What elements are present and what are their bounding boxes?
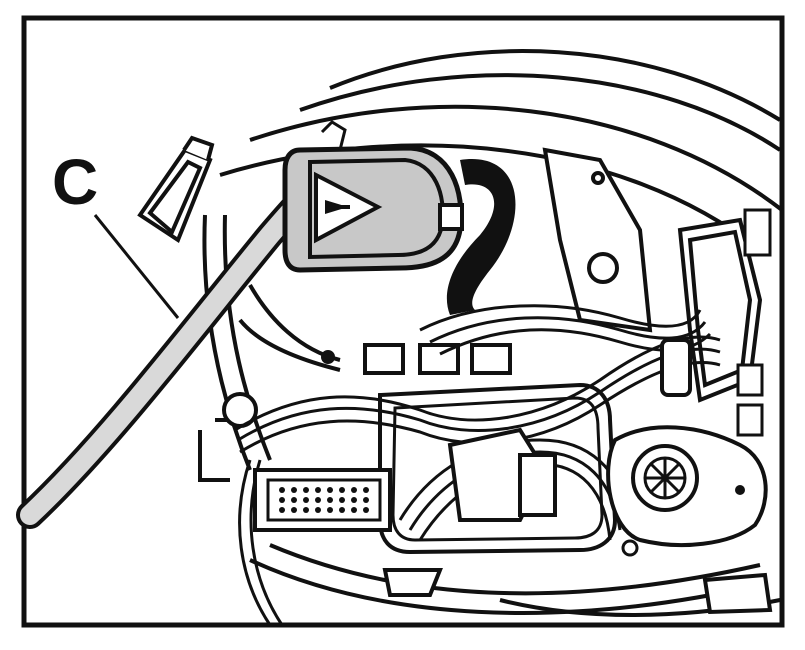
harness-frame	[378, 382, 618, 555]
harness-frame-inner	[391, 396, 604, 542]
retaining-clip	[137, 135, 215, 244]
side-connector	[660, 338, 692, 397]
screw-icon	[591, 171, 605, 185]
right-clips	[736, 208, 772, 437]
gear-boss	[606, 425, 768, 557]
mounting-feet	[382, 568, 773, 615]
callout-label-c: C	[52, 146, 99, 218]
plug-body	[518, 453, 557, 517]
rotation-arrow-icon	[446, 159, 516, 315]
callout-leader-line	[93, 214, 180, 319]
pump-housing	[222, 284, 341, 428]
electrical-connector	[282, 120, 464, 273]
mounting-hole	[587, 252, 619, 284]
multi-pin-connector	[253, 468, 392, 532]
connector-latch	[438, 203, 464, 231]
terminal-blocks	[363, 343, 512, 375]
